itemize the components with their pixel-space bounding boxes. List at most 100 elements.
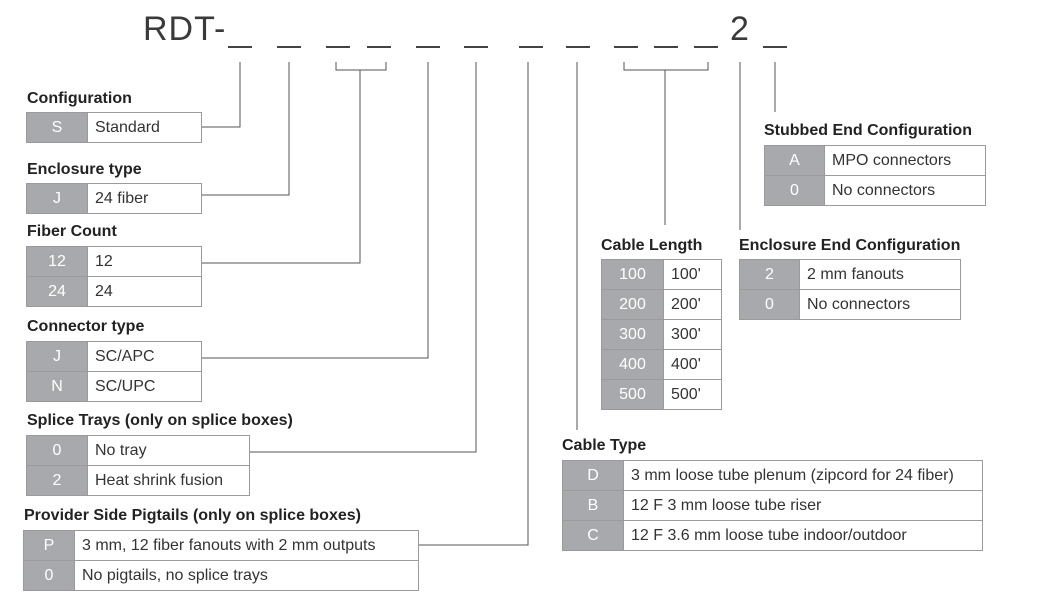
option-label: Standard [87,112,202,143]
part-number-fixed-digit: 2 [730,10,749,48]
option-code: 300 [601,319,664,350]
stubbed-end-title: Stubbed End Configuration [764,122,972,139]
option-label: SC/UPC [87,371,202,402]
option-code: 100 [601,259,664,290]
option-code: 0 [739,289,800,320]
slot-configuration [228,46,252,48]
option-code: 2 [739,259,800,290]
option-label: 12 F 3.6 mm loose tube indoor/outdoor [623,520,983,551]
connector-type-table: J SC/APC N SC/UPC [26,341,202,402]
cable-length-title: Cable Length [601,237,703,254]
slot-connector-type [416,46,440,48]
table-row: B 12 F 3 mm loose tube riser [562,490,983,521]
slot-enclosure-type [277,46,301,48]
enclosure-type-title: Enclosure type [27,161,142,178]
option-code: 24 [26,276,88,307]
option-code: 400 [601,349,664,380]
splice-trays-title: Splice Trays (only on splice boxes) [27,412,293,429]
table-row: 24 24 [26,276,202,307]
option-code: C [562,520,624,551]
table-row: 0 No connectors [739,289,961,320]
slot-cable-length-1 [614,46,638,48]
slot-splice-trays [464,46,488,48]
option-code: D [562,460,624,491]
configuration-table: S Standard [26,112,202,143]
part-number-prefix: RDT- [143,10,227,48]
option-label: 100' [663,259,722,290]
option-label: 12 [87,246,202,277]
table-row: N SC/UPC [26,371,202,402]
option-code: S [26,112,88,143]
table-row: 2 2 mm fanouts [739,259,961,290]
slot-provider-pigtails [519,46,543,48]
enclosure-end-table: 2 2 mm fanouts 0 No connectors [739,259,961,320]
option-code: B [562,490,624,521]
slot-fiber-count-2 [367,46,391,48]
option-label: 300' [663,319,722,350]
slot-fiber-count-1 [326,46,350,48]
slot-cable-length-2 [654,46,678,48]
table-row: 300 300' [601,319,722,350]
option-code: 0 [23,560,75,591]
table-row: S Standard [26,112,202,143]
option-code: A [764,145,825,176]
splice-trays-table: 0 No tray 2 Heat shrink fusion [26,435,250,496]
fiber-count-table: 12 12 24 24 [26,246,202,307]
cable-type-table: D 3 mm loose tube plenum (zipcord for 24… [562,460,983,551]
table-row: C 12 F 3.6 mm loose tube indoor/outdoor [562,520,983,551]
table-row: J SC/APC [26,341,202,372]
option-label: 500' [663,379,722,410]
cable-length-table: 100 100' 200 200' 300 300' 400 400' 500 … [601,259,722,410]
table-row: P 3 mm, 12 fiber fanouts with 2 mm outpu… [23,530,419,561]
provider-pigtails-title: Provider Side Pigtails (only on splice b… [24,507,361,524]
option-label: 24 [87,276,202,307]
option-code: 0 [26,435,88,466]
configuration-title: Configuration [27,90,132,107]
option-label: SC/APC [87,341,202,372]
option-code: 500 [601,379,664,410]
option-label: 24 fiber [87,183,202,214]
table-row: J 24 fiber [26,183,202,214]
table-row: 2 Heat shrink fusion [26,465,250,496]
table-row: 400 400' [601,349,722,380]
slot-cable-length-3 [694,46,718,48]
option-label: 3 mm loose tube plenum (zipcord for 24 f… [623,460,983,491]
table-row: 0 No pigtails, no splice trays [23,560,419,591]
option-code: 0 [764,175,825,206]
table-row: 500 500' [601,379,722,410]
option-label: Heat shrink fusion [87,465,250,496]
connector-type-title: Connector type [27,318,145,335]
option-label: 12 F 3 mm loose tube riser [623,490,983,521]
option-code: 2 [26,465,88,496]
enclosure-type-table: J 24 fiber [26,183,202,214]
option-label: No connectors [824,175,986,206]
fiber-count-title: Fiber Count [27,223,117,240]
option-label: MPO connectors [824,145,986,176]
option-label: No tray [87,435,250,466]
stubbed-end-table: A MPO connectors 0 No connectors [764,145,986,206]
table-row: 12 12 [26,246,202,277]
option-label: No pigtails, no splice trays [74,560,419,591]
option-code: P [23,530,75,561]
table-row: A MPO connectors [764,145,986,176]
option-label: No connectors [799,289,961,320]
provider-pigtails-table: P 3 mm, 12 fiber fanouts with 2 mm outpu… [23,530,419,591]
option-code: 200 [601,289,664,320]
cable-type-title: Cable Type [562,437,647,454]
option-code: J [26,183,88,214]
option-code: 12 [26,246,88,277]
option-label: 200' [663,289,722,320]
table-row: 0 No tray [26,435,250,466]
option-code: N [26,371,88,402]
table-row: 200 200' [601,289,722,320]
option-label: 2 mm fanouts [799,259,961,290]
option-label: 400' [663,349,722,380]
table-row: D 3 mm loose tube plenum (zipcord for 24… [562,460,983,491]
slot-cable-type [566,46,590,48]
enclosure-end-title: Enclosure End Configuration [739,237,961,254]
table-row: 100 100' [601,259,722,290]
table-row: 0 No connectors [764,175,986,206]
option-code: J [26,341,88,372]
option-label: 3 mm, 12 fiber fanouts with 2 mm outputs [74,530,419,561]
